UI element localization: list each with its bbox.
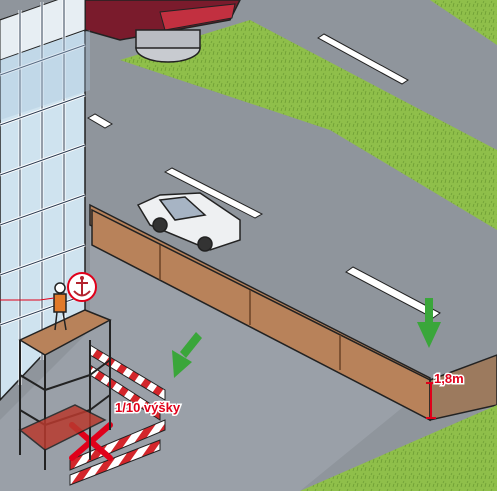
clearance-label: 1/10 výšky [115,400,181,415]
height-label: 1,8m [434,371,464,386]
anchor-icon [68,273,96,301]
